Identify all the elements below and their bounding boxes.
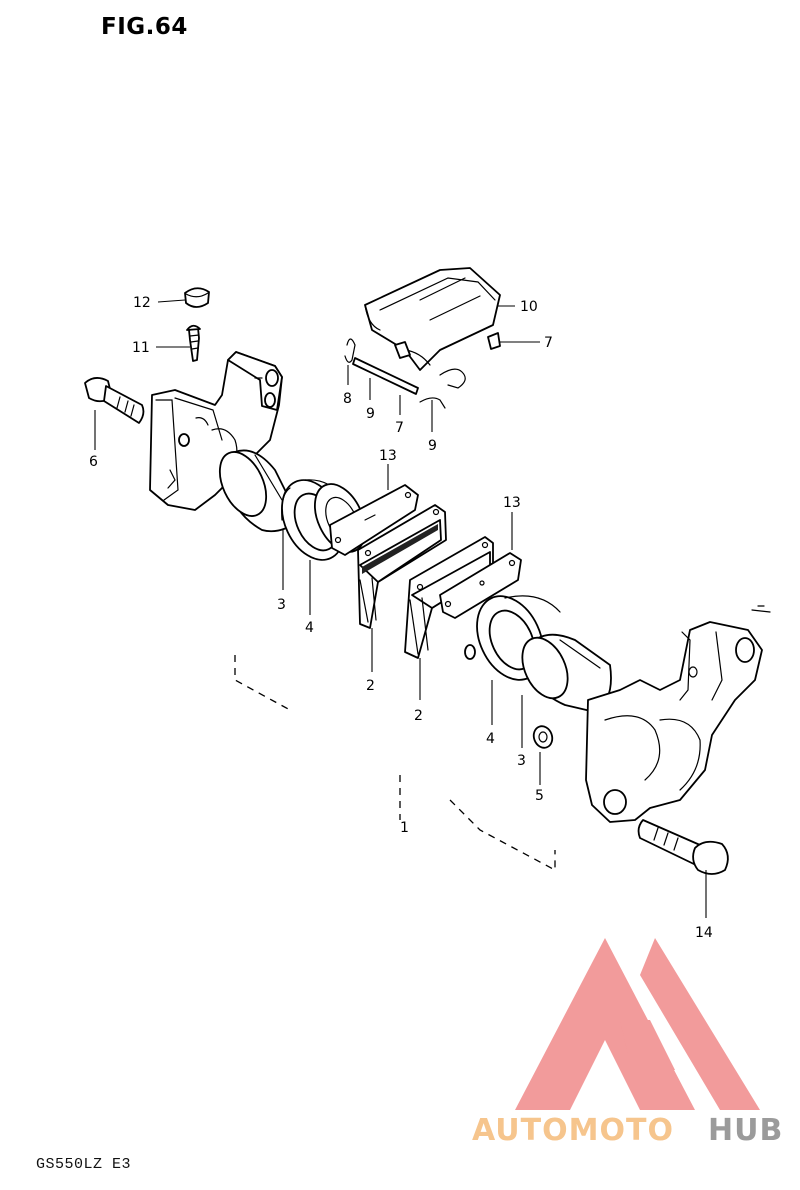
callout-9-left: 9 xyxy=(366,406,375,422)
part-7-pad-pin-top xyxy=(487,332,501,350)
part-ring-small xyxy=(464,644,476,660)
figure-title: FIG.64 xyxy=(101,14,188,40)
part-10-pad-cover xyxy=(364,267,501,371)
callout-8: 8 xyxy=(343,391,352,407)
part-5-washer xyxy=(532,725,554,749)
watermark-triangle-inner xyxy=(620,1020,675,1070)
callout-9-right: 9 xyxy=(428,438,437,454)
callout-6: 6 xyxy=(89,454,98,470)
callout-12: 12 xyxy=(133,295,151,311)
callout-3-right: 3 xyxy=(517,753,526,769)
callout-13-left: 13 xyxy=(379,448,397,464)
part-11-bleeder-valve xyxy=(186,324,201,362)
model-code: GS550LZ E3 xyxy=(36,1156,132,1173)
callout-4-right: 4 xyxy=(486,731,495,747)
watermark-text-automoto: AUTOMOTO xyxy=(472,1113,674,1148)
callout-4-left: 4 xyxy=(305,620,314,636)
watermark-triangle-right xyxy=(640,938,760,1110)
caliper-body-left xyxy=(149,351,283,511)
watermark-text-hub: HUB xyxy=(708,1113,783,1148)
callout-7-top: 7 xyxy=(544,335,553,351)
part-6-bolt xyxy=(84,377,145,424)
callout-5: 5 xyxy=(535,788,544,804)
leader-lines xyxy=(94,299,707,918)
part-9-pin-clip xyxy=(419,368,466,409)
callout-labels: 1 2 2 3 3 4 4 5 6 7 7 8 9 9 10 11 12 13 … xyxy=(89,295,713,941)
assembly-bracket-part-1 xyxy=(234,655,556,872)
part-2-pad-left xyxy=(357,504,447,629)
part-13-shim-left xyxy=(329,484,419,556)
part-14-bolt xyxy=(637,819,729,875)
callout-2-right: 2 xyxy=(414,708,423,724)
caliper-body-right xyxy=(585,621,763,823)
callout-1: 1 xyxy=(400,820,409,836)
callout-10: 10 xyxy=(520,299,538,315)
callout-7-lower: 7 xyxy=(395,420,404,436)
callout-11: 11 xyxy=(132,340,150,356)
part-7-pad-pin-long xyxy=(352,341,419,395)
callout-3-left: 3 xyxy=(277,597,286,613)
part-13-shim-right xyxy=(439,552,522,619)
part-3-piston-right xyxy=(521,633,612,713)
callout-14: 14 xyxy=(695,925,713,941)
callout-13-right: 13 xyxy=(503,495,521,511)
part-12-bleeder-cap xyxy=(184,287,210,308)
callout-2-left: 2 xyxy=(366,678,375,694)
stray-mark xyxy=(751,605,771,613)
watermark-logo: AUTOMOTO HUB xyxy=(472,938,783,1148)
part-8-clip xyxy=(344,338,356,363)
